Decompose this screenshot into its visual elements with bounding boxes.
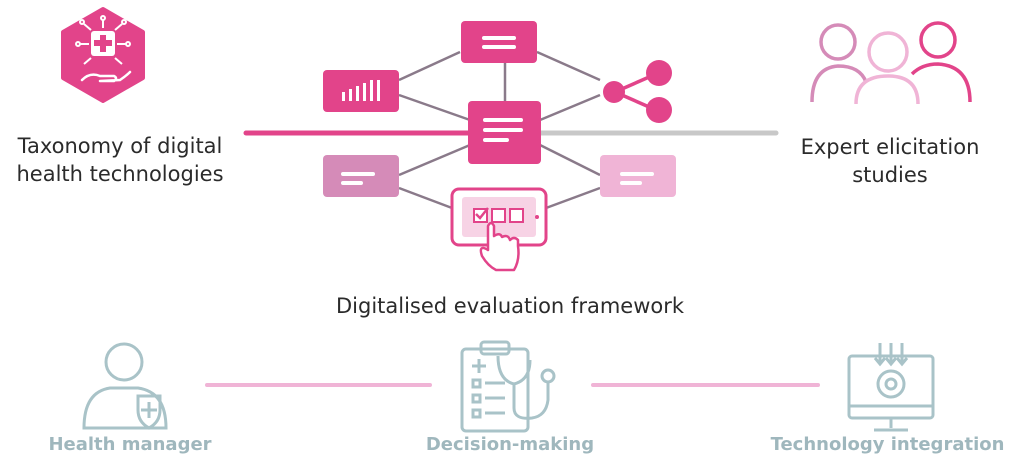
taxonomy-label: Taxonomy of digital health technologies: [16, 134, 224, 186]
health-manager-icon: [82, 342, 168, 430]
left-document-icon: [323, 155, 399, 197]
decision-making-label: Decision-making: [425, 434, 595, 455]
monitor-gear-icon: [847, 343, 935, 432]
health-manager-label: Health manager: [48, 434, 212, 455]
clipboard-stethoscope-icon: [460, 340, 556, 433]
expert-elicitation-label: Expert elicitation studies: [800, 135, 980, 187]
expert-group-icon: [810, 21, 972, 105]
right-document-icon: [600, 155, 676, 197]
hub-connectors: [398, 50, 601, 210]
share-icon: [603, 60, 672, 123]
center-document-icon: [468, 101, 541, 164]
framework-label: Digitalised evaluation framework: [335, 294, 685, 318]
technology-integration-label: Technology integration: [770, 434, 1005, 455]
touch-screen-icon: [450, 187, 548, 272]
digital-health-hexagon-icon: [61, 7, 145, 103]
bar-chart-icon: [323, 70, 399, 112]
top-document-icon: [461, 21, 537, 63]
